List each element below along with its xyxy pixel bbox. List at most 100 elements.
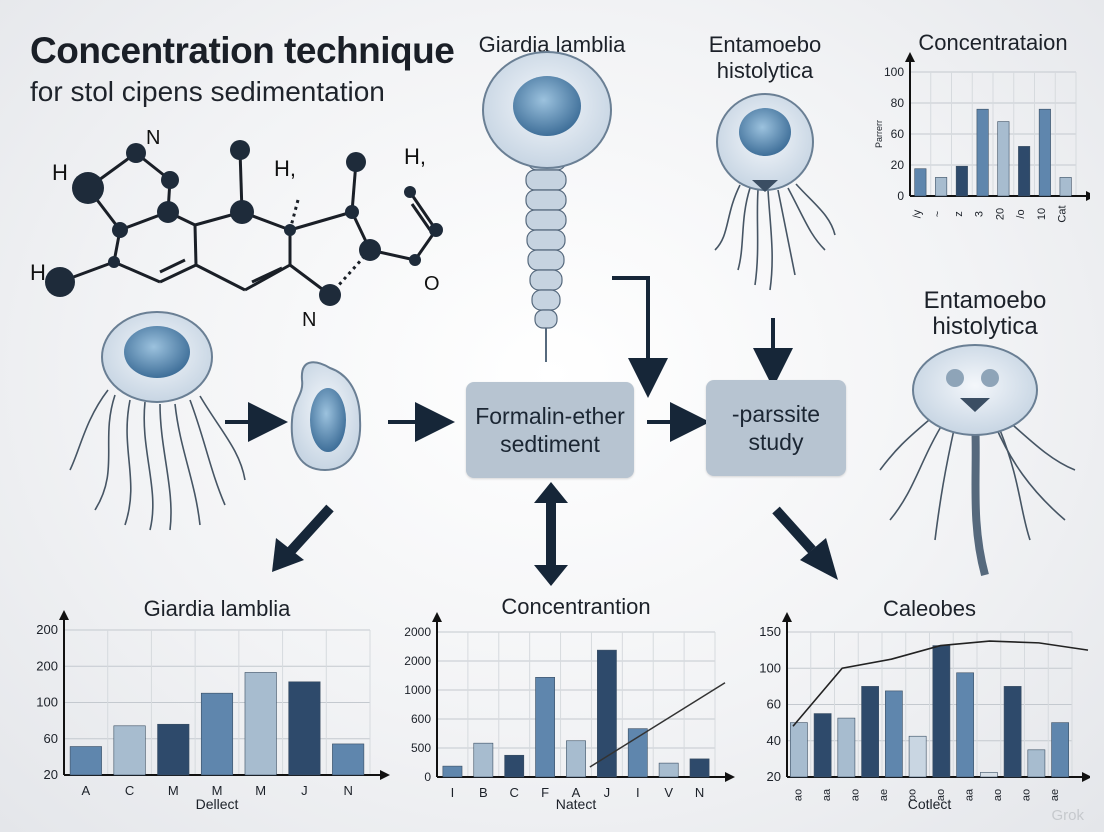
y-axis-arrow [905,52,915,62]
bar [1051,722,1069,778]
atom-label-h3: H, [274,156,296,181]
atom-label-o: O [424,273,440,295]
y-tick-label: 200 [36,622,58,637]
bar [956,672,974,778]
x-tick-label: Cat [1057,205,1069,222]
chart-title: Caleobes [883,596,976,621]
x-tick-label: A [572,785,581,800]
x-tick-label: z [953,211,965,217]
bar [837,717,856,778]
formalin-ether-box: Formalin-ether sedtiment [466,382,634,478]
entamoeba-right-icon [879,344,1076,577]
bar [932,645,951,778]
y-tick-label: 100 [884,65,904,79]
x-axis-label: Natect [556,796,597,812]
x-tick-label: J [301,783,308,798]
y-tick-label: 60 [44,731,58,746]
y-tick-label: 20 [767,769,781,784]
y-tick-label: 2000 [404,625,431,639]
x-tick-label: ao [1020,789,1032,801]
x-axis-arrow [1082,772,1090,782]
bar [1003,686,1022,778]
x-tick-label: I [636,785,640,800]
bar [861,686,879,778]
x-tick-label: A [82,783,91,798]
left-amoeba-icon [69,311,246,531]
x-tick-label: oo [906,789,918,801]
bar [885,690,903,778]
entamoeba-right-label-2: histolytica [932,313,1038,340]
bar [244,672,277,776]
y-tick-label: 2000 [404,654,431,668]
y-tick-label: 600 [411,712,431,726]
bar [504,754,525,778]
chart-title: Giardia lamblia [144,596,291,621]
x-tick-label: M [168,783,179,798]
y-tick-label: 200 [36,658,58,673]
bar [332,743,365,776]
y-tick-label: 500 [411,741,431,755]
page-title: Concentration technique [30,30,455,71]
y-tick-label: 1000 [404,683,431,697]
bar [597,649,617,778]
x-tick-label: V [664,785,673,800]
y-axis-label: Parrerr [874,120,884,148]
bar [980,772,998,778]
trend-line [589,682,726,768]
x-tick-label: ao [792,789,804,801]
x-tick-label: M [212,783,223,798]
x-tick-label: ao [935,789,947,801]
bar [1059,177,1072,197]
bar [69,746,102,776]
x-tick-label: B [479,785,488,800]
bar [442,765,463,778]
bar [658,762,679,778]
bar [790,722,808,778]
parasite-study-line2: study [748,429,804,455]
x-tick-label: ~ [932,211,944,217]
x-tick-label: 20 [994,208,1006,220]
x-tick-label: /o [1015,209,1027,218]
atom-label-h1: H [52,160,68,185]
bar [157,723,190,776]
page-subtitle: for stol cipens sedimentation [30,76,385,107]
x-tick-label: N [343,783,352,798]
formalin-ether-line1: Formalin-ether [475,403,625,429]
atom-label-n2: N [302,309,316,331]
bar [1038,108,1051,197]
entamoeba-top-icon [714,93,836,291]
y-axis-arrow [782,612,792,622]
x-tick-label: ae [1049,789,1061,801]
bar [200,692,234,776]
atom-label-n1: N [146,127,160,149]
bar [976,108,989,197]
cyst-icon [290,361,362,472]
bar [113,725,146,776]
x-tick-label: I [451,785,455,800]
x-axis-arrow [380,770,390,780]
bar [566,740,586,778]
y-axis-arrow [432,612,442,622]
x-tick-label: ao [849,789,861,801]
giardia-icon [482,51,612,362]
x-tick-label: N [695,785,704,800]
x-tick-label: M [255,783,266,798]
bar [535,677,555,778]
bar [1027,749,1046,778]
x-axis-label: Dellect [196,796,239,812]
y-tick-label: 0 [424,770,431,784]
y-tick-label: 0 [897,189,904,203]
bar [955,165,968,197]
x-tick-label: aa [821,788,833,801]
bar [1018,146,1031,197]
x-tick-label: 10 [1036,208,1048,220]
bar [914,168,927,197]
x-tick-label: C [510,785,519,800]
bar [473,742,494,778]
x-tick-label: C [125,783,134,798]
parasite-study-line1: -parssite [731,401,821,427]
y-axis-arrow [59,610,69,620]
